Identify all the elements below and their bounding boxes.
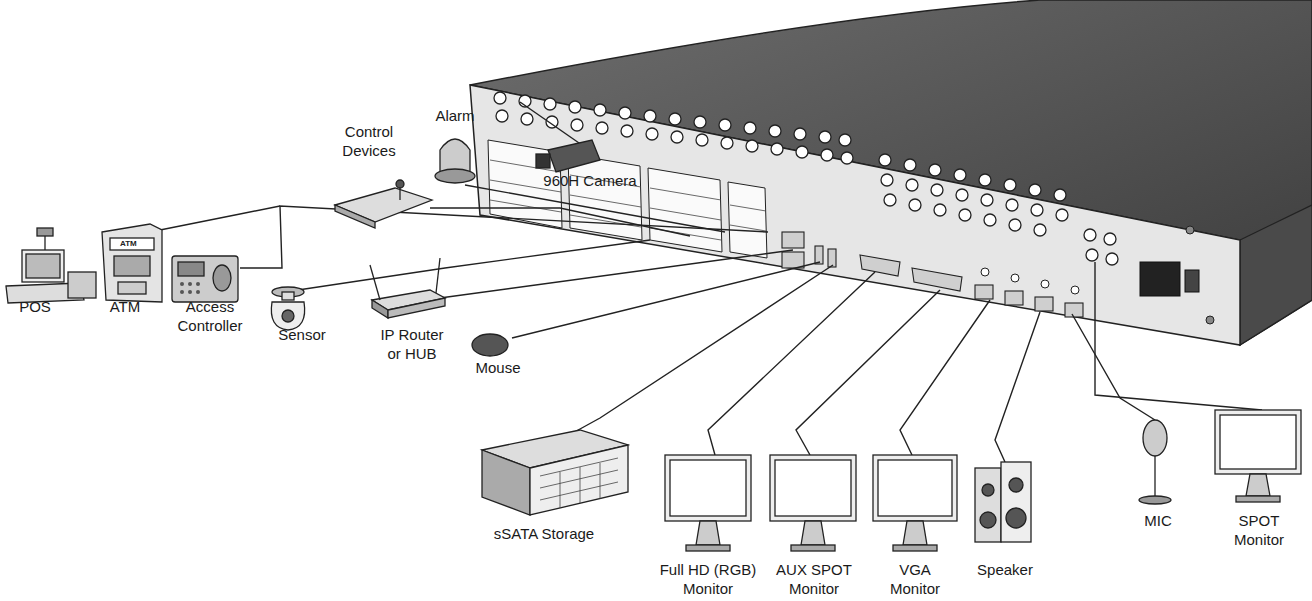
device-label: IP Router or HUB xyxy=(376,325,448,363)
device-name: Full HD (RGB) Monitor xyxy=(652,560,764,598)
device-label: Mouse xyxy=(466,358,530,377)
device-icons xyxy=(6,139,1301,551)
device-label: POS xyxy=(10,297,60,316)
device-name: SPOT Monitor xyxy=(1228,511,1290,549)
device-name: sSATA Storage xyxy=(474,524,614,543)
cable xyxy=(160,102,1262,462)
device-name: IP Router or HUB xyxy=(376,325,448,363)
device-label: ATM xyxy=(100,297,150,316)
device-name: Mouse xyxy=(466,358,530,377)
device-label: AUX SPOT Monitor xyxy=(772,560,856,598)
device-label: sSATA Storage xyxy=(474,524,614,543)
device-name: MIC xyxy=(1133,511,1183,530)
device-name: Sensor xyxy=(272,325,332,344)
device-name: Speaker xyxy=(970,560,1040,579)
device-label: Alarm xyxy=(425,106,485,125)
dvr-unit xyxy=(470,0,1312,345)
device-name: VGA Monitor xyxy=(884,560,946,598)
device-label: Access Controller xyxy=(172,297,248,335)
panel-text: ATM xyxy=(120,239,137,248)
device-label: 960H Camera xyxy=(540,171,640,190)
device-label: VGA Monitor xyxy=(884,560,946,598)
device-label: MIC xyxy=(1133,511,1183,530)
device-name: Alarm xyxy=(425,106,485,125)
device-name: Control Devices xyxy=(333,122,405,160)
device-name: AUX SPOT Monitor xyxy=(772,560,856,598)
device-label: SPOT Monitor xyxy=(1228,511,1290,549)
device-name: 960H Camera xyxy=(540,171,640,190)
device-name: ATM xyxy=(100,297,150,316)
device-label: Control Devices xyxy=(333,122,405,160)
device-name: POS xyxy=(10,297,60,316)
device-label: Full HD (RGB) Monitor xyxy=(652,560,764,598)
device-label: Sensor xyxy=(272,325,332,344)
device-label: Speaker xyxy=(970,560,1040,579)
device-name: Access Controller xyxy=(172,297,248,335)
